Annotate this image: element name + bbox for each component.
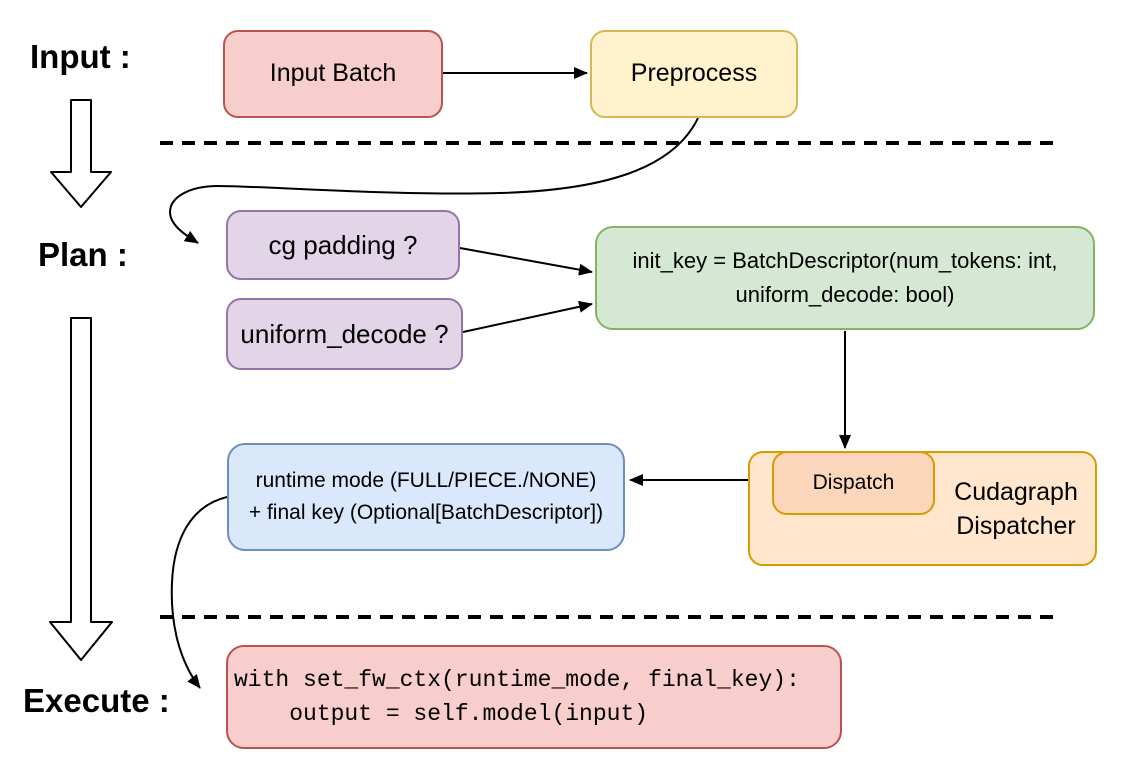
node-input-batch: Input Batch (223, 30, 443, 118)
node-init-key-line2: uniform_decode: bool) (735, 282, 955, 307)
section-label-plan: Plan : (38, 236, 128, 273)
node-init-key: init_key = BatchDescriptor(num_tokens: i… (595, 226, 1095, 330)
node-uniform-decode-label: uniform_decode ? (240, 318, 449, 349)
node-preprocess-label: Preprocess (630, 59, 758, 88)
node-cg-padding-label: cg padding ? (268, 229, 418, 260)
plan-to-execute-hollow-arrow-icon (49, 317, 113, 661)
node-input-batch-label: Input Batch (269, 59, 397, 88)
node-execute-code: with set_fw_ctx(runtime_mode, final_key)… (226, 645, 842, 749)
node-cg-padding: cg padding ? (226, 210, 460, 280)
section-label-input: Input : (30, 38, 131, 75)
cudagraph-dispatcher-line2: Dispatcher (956, 511, 1076, 540)
connector-preprocess-to-cg-padding (168, 117, 699, 244)
execute-code-line1: with set_fw_ctx(runtime_mode, final_key)… (234, 667, 800, 693)
node-runtime-mode-line2: + final key (Optional[BatchDescriptor]) (248, 501, 604, 524)
node-init-key-line1: init_key = BatchDescriptor(num_tokens: i… (632, 248, 1058, 273)
node-preprocess: Preprocess (590, 30, 798, 118)
input-to-plan-hollow-arrow-icon (50, 99, 112, 208)
node-runtime-mode: runtime mode (FULL/PIECE./NONE) + final … (227, 443, 625, 551)
cudagraph-dispatcher-line1: Cudagraph (954, 477, 1078, 506)
node-cudagraph-dispatcher-label: Cudagraph Dispatcher (935, 451, 1097, 566)
section-label-execute: Execute : (23, 682, 170, 719)
node-dispatch-label: Dispatch (812, 470, 895, 494)
node-dispatch: Dispatch (772, 451, 935, 515)
node-uniform-decode: uniform_decode ? (226, 298, 463, 370)
execute-code-line2: output = self.model(input) (234, 701, 649, 727)
connector-runtime-mode-to-execute-code (170, 496, 228, 689)
connector-uniform-decode-to-init-key (462, 300, 593, 333)
connector-cg-padding-to-init-key (459, 247, 593, 276)
node-runtime-mode-line1: runtime mode (FULL/PIECE./NONE) (255, 469, 597, 492)
